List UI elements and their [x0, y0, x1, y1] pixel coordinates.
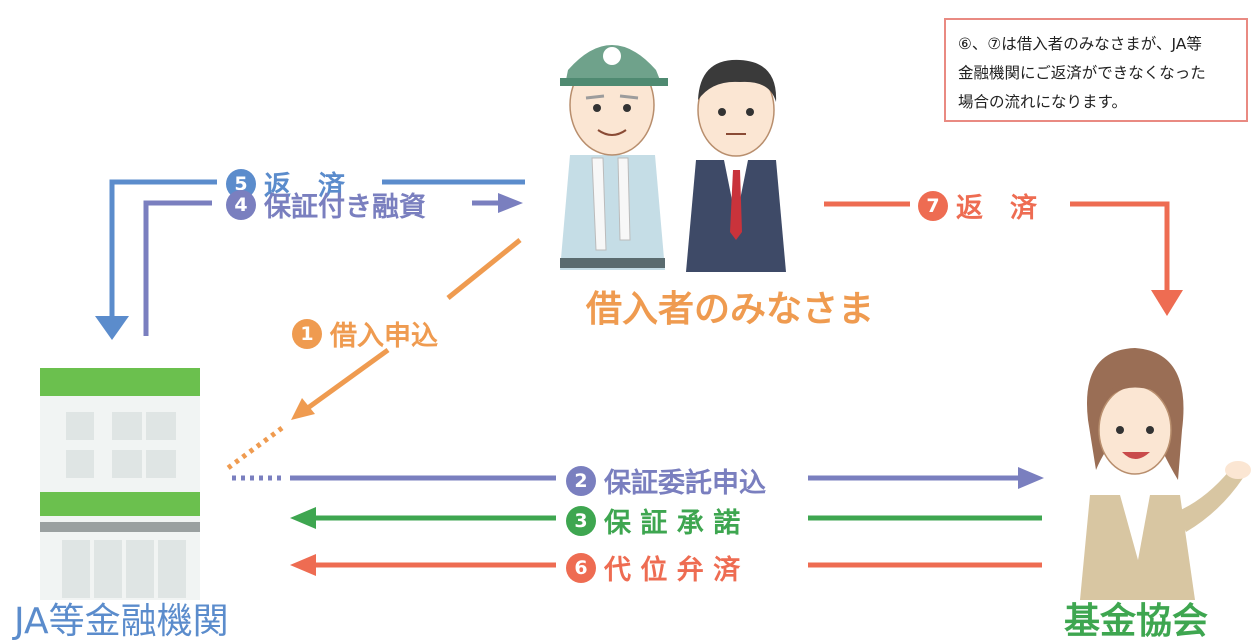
step-6-number: 6: [566, 552, 596, 583]
step-6-label: 6 代 位 弁 済: [566, 548, 740, 587]
note-line-3: 場合の流れになります。: [958, 93, 1127, 111]
step-3-text: 保 証 承 諾: [604, 508, 741, 539]
businessman-illustration: [686, 59, 786, 272]
step-3-number: 3: [566, 505, 596, 536]
step-1-text: 借入申込: [330, 321, 438, 352]
arrow-7-repayment: [824, 201, 1183, 316]
step-4-label: 4 保証付き融資: [226, 185, 426, 224]
step-4-number: 4: [226, 189, 256, 220]
farmer-illustration: [560, 45, 668, 270]
borrowers-title: 借入者のみなさま: [586, 289, 875, 330]
arrow-4-guaranteed-loan: [143, 193, 523, 336]
step-2-number: 2: [566, 465, 596, 496]
note-box: ⑥、⑦は借入者のみなさまが、JA等 金融機関にご返済ができなくなった 場合の流れ…: [944, 18, 1248, 122]
step-1-number: 1: [292, 318, 322, 349]
note-line-2: 金融機関にご返済ができなくなった: [958, 64, 1206, 82]
step-7-label: 7 返 済: [918, 186, 1037, 225]
association-title: 基金協会: [1064, 601, 1209, 642]
staff-woman-illustration: [1080, 348, 1251, 600]
arrow-2-guarantee-request: [232, 467, 1044, 489]
step-3-label: 3 保 証 承 諾: [566, 501, 740, 540]
step-2-label: 2 保証委託申込: [566, 461, 766, 500]
step-6-text: 代 位 弁 済: [604, 555, 741, 586]
arrow-1-loan-application: [226, 238, 522, 471]
step-7-number: 7: [918, 190, 948, 221]
note-line-1: ⑥、⑦は借入者のみなさまが、JA等: [958, 35, 1202, 53]
step-7-text: 返 済: [956, 193, 1037, 224]
arrow-5-repayment: [95, 179, 525, 340]
arrow-6-subrogation: [290, 554, 1042, 576]
bank-title: JA等金融機関: [14, 601, 229, 642]
step-2-text: 保証委託申込: [604, 468, 766, 499]
step-4-text: 保証付き融資: [264, 192, 426, 223]
bank-building: [40, 368, 200, 600]
step-5-text: 返 済: [264, 171, 345, 202]
arrow-3-guarantee-approval: [290, 507, 1042, 529]
step-1-label: 1 借入申込: [292, 314, 438, 353]
